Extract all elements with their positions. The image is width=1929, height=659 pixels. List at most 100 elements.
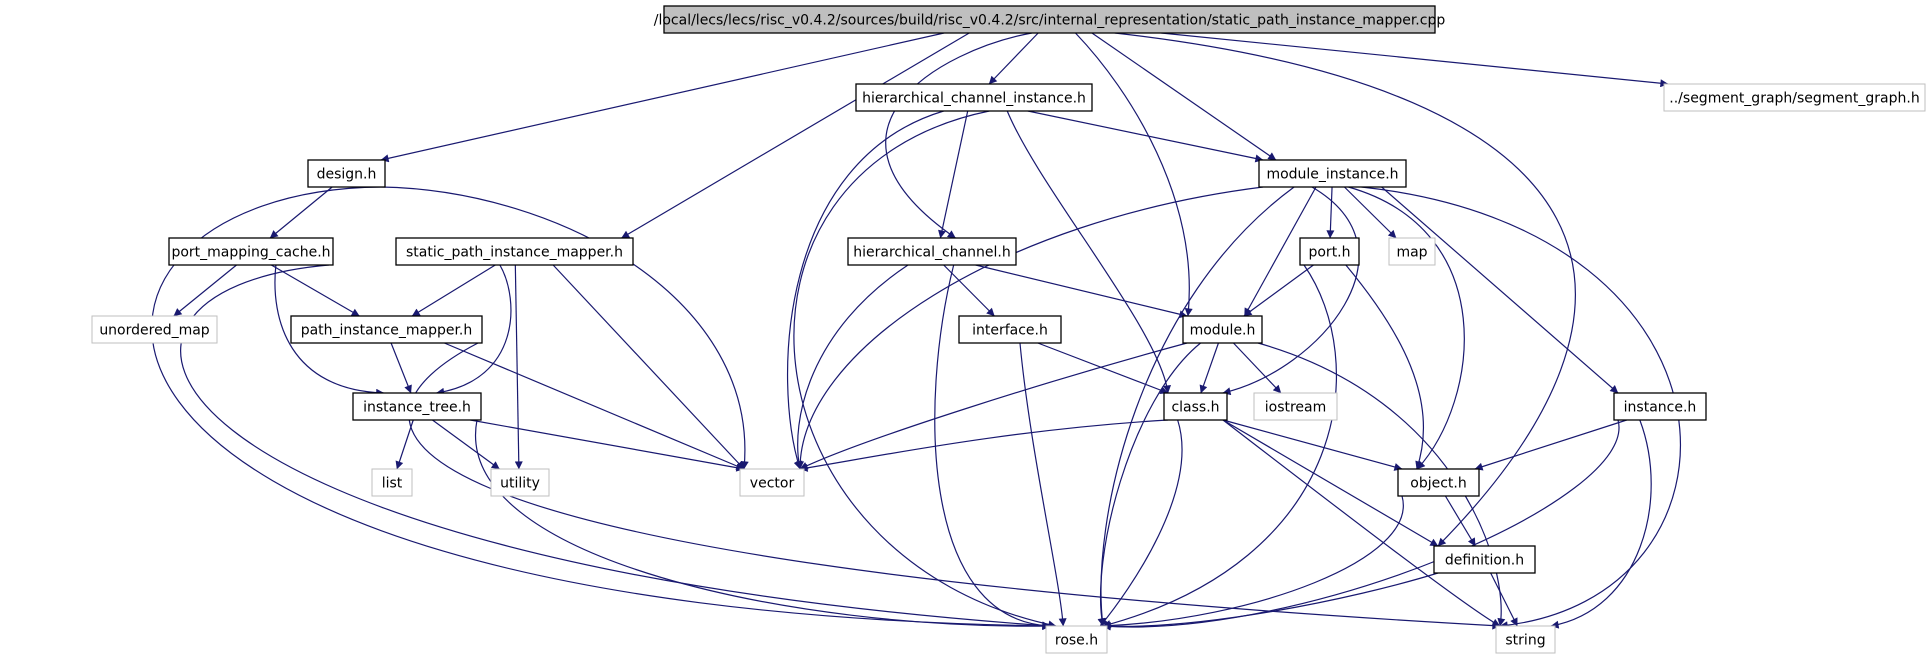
edge-port_h-to-rose_h (1102, 264, 1337, 628)
edge-spim_h-to-it_h (436, 264, 512, 396)
edge-pmc_h-to-rose_h (180, 264, 1051, 630)
edge-mi_h-to-vector (796, 186, 1264, 470)
edge-root-to-hci_h (988, 32, 1039, 85)
edge-inst_h-to-string (1550, 419, 1652, 629)
edge-mi_h-to-inst_h (1381, 186, 1619, 394)
edge-iface_h-to-class_h (1037, 342, 1169, 395)
node-label-mi_h: module_instance.h (1266, 167, 1398, 183)
edge-mi_h-to-object_h (1348, 186, 1465, 470)
nodes-layer: /local/lecs/lecs/risc_v0.4.2/sources/bui… (91, 5, 1926, 654)
node-mi_h[interactable]: module_instance.h (1258, 159, 1407, 188)
node-label-inst_h: instance.h (1624, 400, 1697, 416)
node-label-port_h: port.h (1308, 245, 1350, 261)
node-label-utility: utility (500, 476, 540, 492)
node-design_h[interactable]: design.h (307, 159, 386, 188)
node-seg_h: ../segment_graph/segment_graph.h (1663, 83, 1926, 112)
node-hci_h[interactable]: hierarchical_channel_instance.h (855, 83, 1093, 112)
node-label-object_h: object.h (1410, 476, 1466, 492)
node-label-umap: unordered_map (99, 323, 209, 339)
node-it_h[interactable]: instance_tree.h (352, 392, 482, 421)
node-port_h[interactable]: port.h (1299, 237, 1360, 266)
edge-design_h-to-vector (380, 186, 749, 470)
edge-port_h-to-object_h (1345, 264, 1425, 470)
edge-design_h-to-pmc_h (269, 186, 333, 239)
node-string: string (1495, 625, 1556, 654)
node-box-seg_h (1663, 83, 1926, 112)
node-box-class_h (1163, 392, 1228, 421)
node-pmc_h[interactable]: port_mapping_cache.h (168, 237, 334, 266)
node-utility: utility (490, 468, 550, 497)
edge-root-to-module_h (1075, 32, 1193, 317)
edge-module_h-to-vector (799, 342, 1188, 470)
edge-inst_h-to-rose_h (1102, 419, 1620, 631)
edge-hc_h-to-rose_h (934, 264, 1051, 630)
edge-it_h-to-utility (432, 419, 500, 470)
edge-class_h-to-vector (799, 419, 1169, 472)
edge-mi_h-to-port_h (1326, 186, 1335, 239)
node-box-module_h (1182, 315, 1263, 344)
node-box-inst_h (1613, 392, 1707, 421)
node-label-map: map (1396, 245, 1427, 261)
node-box-mi_h (1258, 159, 1407, 188)
edge-mi_h-to-map (1344, 186, 1397, 239)
node-box-umap (91, 315, 218, 344)
node-box-hc_h (847, 237, 1017, 266)
edge-hc_h-to-vector (794, 264, 909, 470)
node-def_h[interactable]: definition.h (1433, 545, 1536, 574)
edge-object_h-to-rose_h (1102, 495, 1404, 630)
edge-root-to-spim_h (621, 32, 970, 239)
node-object_h[interactable]: object.h (1397, 468, 1480, 497)
edge-it_h-to-rose_h (474, 419, 1051, 631)
edge-pmc_h-to-pim_h (271, 264, 360, 317)
edge-spim_h-to-utility (514, 264, 523, 470)
node-box-object_h (1397, 468, 1480, 497)
node-label-def_h: definition.h (1445, 553, 1524, 569)
edge-root-to-mi_h (1091, 32, 1277, 161)
edge-mi_h-to-module_h (1243, 186, 1317, 317)
node-iostream: iostream (1253, 392, 1338, 421)
node-inst_h[interactable]: instance.h (1613, 392, 1707, 421)
node-box-design_h (307, 159, 386, 188)
edge-pmc_h-to-it_h (274, 264, 385, 397)
edge-hci_h-to-rose_h (793, 110, 1057, 629)
node-rose_h: rose.h (1045, 625, 1108, 654)
node-iface_h[interactable]: interface.h (958, 315, 1062, 344)
node-label-pim_h: path_instance_mapper.h (301, 323, 473, 339)
node-hc_h[interactable]: hierarchical_channel.h (847, 237, 1017, 266)
node-label-hci_h: hierarchical_channel_instance.h (862, 91, 1086, 107)
node-box-def_h (1433, 545, 1536, 574)
edge-class_h-to-object_h (1222, 419, 1403, 471)
edge-hci_h-to-class_h (1006, 110, 1171, 394)
node-label-pmc_h: port_mapping_cache.h (171, 245, 330, 261)
node-class_h[interactable]: class.h (1163, 392, 1228, 421)
node-box-hci_h (855, 83, 1093, 112)
node-label-iface_h: interface.h (972, 323, 1048, 339)
edge-root-to-hc_h (885, 32, 1032, 239)
node-map: map (1388, 237, 1436, 266)
node-umap: unordered_map (91, 315, 218, 344)
node-box-iostream (1253, 392, 1338, 421)
node-root[interactable]: /local/lecs/lecs/risc_v0.4.2/sources/bui… (654, 5, 1446, 34)
edge-def_h-to-rose_h (1102, 572, 1439, 631)
edge-spim_h-to-pim_h (411, 264, 496, 317)
node-box-utility (490, 468, 550, 497)
node-pim_h[interactable]: path_instance_mapper.h (290, 315, 483, 344)
node-spim_h[interactable]: static_path_instance_mapper.h (395, 237, 634, 266)
edge-class_h-to-rose_h (1099, 419, 1183, 627)
node-label-rose_h: rose.h (1055, 633, 1098, 649)
edge-hci_h-to-hc_h (938, 110, 969, 239)
edge-port_h-to-module_h (1243, 264, 1314, 317)
edge-class_h-to-string (1222, 419, 1501, 627)
node-label-seg_h: ../segment_graph/segment_graph.h (1669, 91, 1919, 107)
node-box-it_h (352, 392, 482, 421)
edge-root-to-seg_h (1161, 32, 1669, 88)
edge-design_h-to-rose_h (151, 186, 1051, 630)
edge-module_h-to-class_h (1199, 342, 1220, 394)
node-box-rose_h (1045, 625, 1108, 654)
node-box-spim_h (395, 237, 634, 266)
node-label-list: list (382, 476, 403, 492)
node-module_h[interactable]: module.h (1182, 315, 1263, 344)
edge-hci_h-to-vector (786, 110, 944, 470)
edge-class_h-to-def_h (1222, 419, 1439, 547)
